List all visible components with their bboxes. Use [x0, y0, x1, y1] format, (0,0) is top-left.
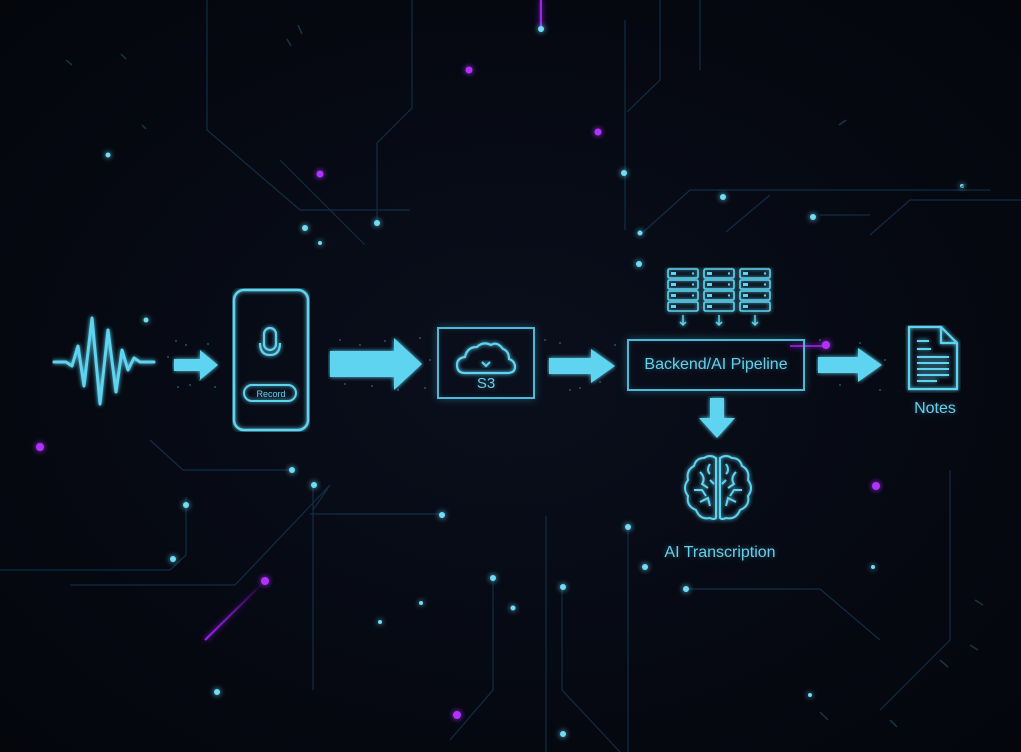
microphone-icon — [258, 326, 282, 363]
brain-icon — [684, 455, 752, 520]
document-icon — [907, 325, 959, 391]
arrow-s3-to-backend — [549, 349, 615, 383]
notes-label: Notes — [914, 400, 956, 417]
ai-transcription-label: AI Transcription — [664, 544, 776, 561]
s3-node: S3 — [437, 327, 535, 399]
backend-label: Backend/AI Pipeline — [644, 356, 788, 373]
smartphone-node: Record — [232, 288, 310, 432]
backend-pipeline-node: Backend/AI Pipeline — [627, 339, 805, 391]
arrow-backend-to-notes — [818, 348, 882, 382]
arrow-wave-to-phone — [174, 350, 218, 380]
server-rack-icon — [667, 268, 771, 327]
s3-label: S3 — [476, 375, 496, 392]
cloud-download-icon — [455, 342, 517, 375]
arrow-backend-to-brain — [699, 398, 735, 438]
smartphone-icon — [232, 288, 310, 432]
record-button[interactable]: Record — [256, 389, 286, 399]
arrow-phone-to-s3 — [330, 338, 422, 390]
waveform-icon — [52, 316, 156, 406]
